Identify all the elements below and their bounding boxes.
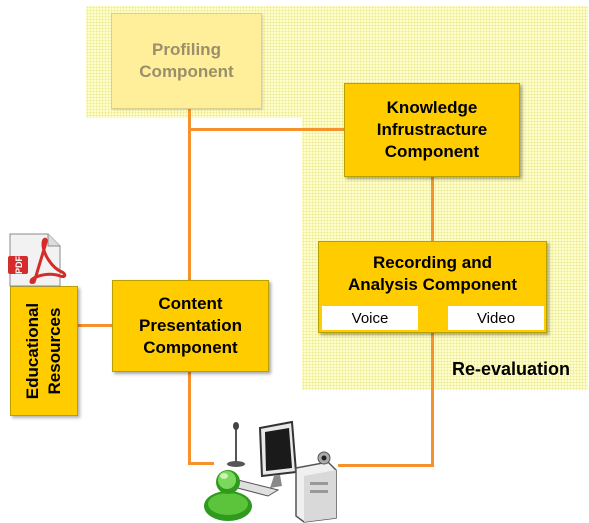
knowledge-label: Knowledge Infrustracture Component [376, 98, 488, 161]
content-presentation-component: Content Presentation Component [112, 280, 269, 372]
connector-knowledge-recording [431, 177, 434, 241]
pdf-badge-text: PDF [14, 255, 24, 274]
user-computer-illustration [204, 420, 337, 523]
educational-resources-box: Educational Resources [10, 286, 78, 416]
video-label: Video [448, 306, 544, 330]
profiling-label: Profiling Component [139, 40, 234, 81]
reevaluation-label: Re-evaluation [452, 359, 571, 379]
knowledge-infrastructure-component: Knowledge Infrustracture Component [344, 83, 520, 177]
connector-educational-content [78, 324, 112, 327]
webcam-icon [317, 451, 331, 465]
educational-resources-label: Educational Resources [23, 302, 64, 400]
connector-to-knowledge [188, 128, 344, 131]
microphone-icon [227, 422, 245, 467]
connector-content-down [188, 372, 191, 464]
connector-to-user [188, 462, 214, 465]
pdf-file-icon: PDF [8, 233, 67, 287]
voice-label: Voice [322, 306, 418, 330]
recording-label: Recording and Analysis Component [347, 253, 518, 294]
user-icon [204, 470, 252, 521]
connector-recording-down [431, 332, 434, 466]
content-label: Content Presentation Component [139, 294, 242, 357]
connector-to-computer [338, 464, 434, 467]
computer-icon [295, 461, 337, 523]
monitor-icon [258, 420, 298, 488]
connector-profiling-down [188, 108, 191, 280]
profiling-component: Profiling Component [111, 13, 262, 109]
